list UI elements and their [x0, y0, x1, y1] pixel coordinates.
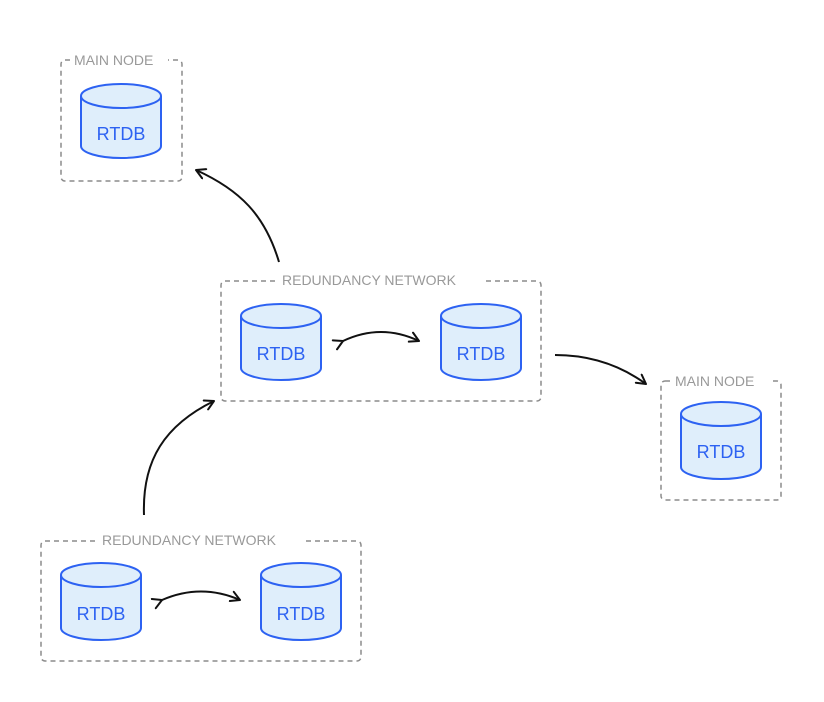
rtdb-label: RTDB: [697, 442, 746, 462]
database-icon: [680, 401, 762, 480]
arrow-redundancy-middle-to-main-node-right: [554, 354, 647, 385]
rtdb-label: RTDB: [257, 344, 306, 364]
redundancy-network-group-bottom: REDUNDANCY NETWORK RTDB RTDB: [40, 532, 362, 662]
main-node-right-label: MAIN NODE: [675, 373, 754, 389]
redundancy-bottom-label: REDUNDANCY NETWORK: [102, 532, 277, 548]
bidirectional-sync-arrow: [150, 590, 241, 610]
rtdb-label: RTDB: [277, 604, 326, 624]
rtdb-label: RTDB: [77, 604, 126, 624]
redundancy-network-group-middle: REDUNDANCY NETWORK RTDB RTDB: [220, 272, 542, 402]
arrow-redundancy-middle-to-main-node-top: [195, 168, 280, 263]
database-icon: [80, 83, 162, 159]
main-node-top-label: MAIN NODE: [74, 52, 153, 68]
database-icon: [260, 562, 342, 641]
database-icon: [240, 303, 322, 381]
rtdb-label: RTDB: [457, 344, 506, 364]
redundancy-middle-label: REDUNDANCY NETWORK: [282, 272, 457, 288]
arrow-redundancy-bottom-to-redundancy-middle: [142, 399, 215, 516]
database-icon: [440, 303, 522, 381]
main-node-group-top: MAIN NODE RTDB: [60, 51, 183, 182]
main-node-group-right: MAIN NODE RTDB: [660, 372, 782, 501]
rtdb-label: RTDB: [97, 124, 146, 144]
database-icon: [60, 562, 142, 641]
bidirectional-sync-arrow: [331, 331, 420, 351]
